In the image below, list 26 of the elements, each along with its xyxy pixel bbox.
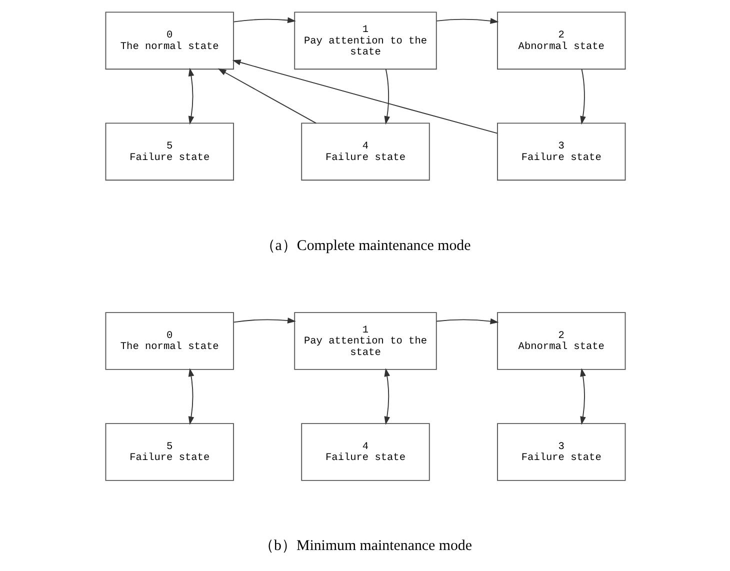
node-box: 3 Failure state: [496, 423, 626, 481]
node-box: 4 Failure state: [300, 122, 430, 181]
node-box: 2 Abnormal state: [496, 12, 626, 70]
node-box: 3 Failure state: [496, 122, 626, 181]
node-box: 4 Failure state: [300, 423, 430, 481]
node-box: 0 The normal state: [104, 12, 234, 70]
arrow: [580, 68, 586, 125]
arrow: [232, 60, 498, 134]
arrow: [580, 368, 586, 425]
arrow: [436, 318, 498, 324]
arrow: [188, 368, 194, 425]
arrow: [384, 368, 390, 425]
node-box: 5 Failure state: [104, 122, 234, 181]
node-box: 1 Pay attention to the state: [294, 12, 436, 70]
node-box: 5 Failure state: [104, 423, 234, 481]
node-box: 1 Pay attention to the state: [294, 312, 436, 370]
arrow: [232, 17, 296, 24]
label: （a）Complete maintenance mode: [260, 238, 470, 254]
arrow: [217, 68, 316, 124]
node-box: 2 Abnormal state: [496, 312, 626, 370]
arrow: [232, 318, 296, 324]
arrow: [436, 18, 498, 24]
arrow: [384, 68, 390, 125]
node-box: 0 The normal state: [104, 312, 234, 370]
arrow: [188, 68, 194, 125]
label: （b）Minimum maintenance mode: [258, 538, 472, 554]
